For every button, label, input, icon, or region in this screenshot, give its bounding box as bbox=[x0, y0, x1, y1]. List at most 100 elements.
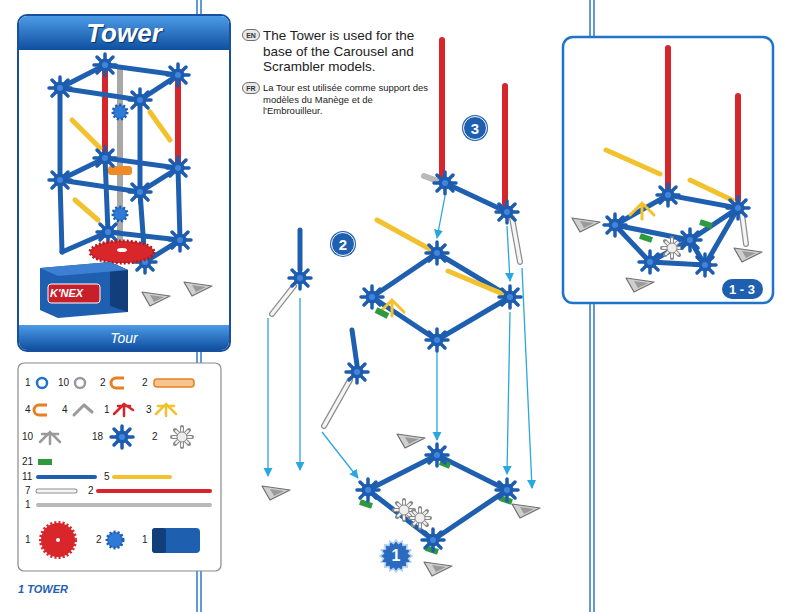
step-text: 3 bbox=[471, 121, 479, 136]
parts-panel bbox=[114, 475, 170, 479]
parts-panel bbox=[75, 378, 85, 388]
step-3-parts bbox=[434, 172, 456, 194]
parts-panel bbox=[111, 426, 133, 448]
parts-panel bbox=[34, 405, 47, 415]
step-number: 3 bbox=[463, 116, 487, 140]
part-count: 10 bbox=[22, 431, 33, 443]
tower-photo bbox=[97, 221, 119, 243]
inset-panel bbox=[679, 229, 701, 251]
step-2-parts bbox=[426, 242, 448, 264]
page-divider bbox=[197, 0, 594, 612]
inset-panel bbox=[742, 214, 746, 244]
part-count: 3 bbox=[146, 404, 152, 416]
part-count: 2 bbox=[88, 485, 94, 497]
parts-panel bbox=[38, 459, 52, 465]
part-count: 1 bbox=[25, 499, 31, 511]
logo-text: K'NEX bbox=[50, 287, 83, 300]
step-1-parts bbox=[368, 455, 507, 540]
assembly-arrow bbox=[268, 196, 532, 488]
title-card bbox=[18, 15, 230, 351]
tower-photo bbox=[60, 158, 178, 192]
step-2-parts bbox=[448, 271, 510, 297]
inset-panel bbox=[735, 96, 741, 200]
part-count: 11 bbox=[22, 471, 32, 483]
assembly-arrow bbox=[322, 432, 358, 478]
step-2-parts bbox=[346, 361, 368, 383]
tower-photo bbox=[40, 54, 212, 318]
part-count: 1 bbox=[25, 377, 31, 389]
description-text: The Tower is used for the base of the Ca… bbox=[263, 28, 431, 75]
inset-panel bbox=[563, 37, 773, 303]
inset-panel bbox=[694, 254, 716, 276]
parts-panel bbox=[154, 379, 194, 387]
step-2-parts bbox=[376, 310, 388, 316]
parts-panel bbox=[37, 378, 47, 388]
parts-panel bbox=[107, 532, 123, 548]
parts-panel bbox=[40, 432, 60, 444]
inset-panel bbox=[734, 248, 762, 262]
inset-panel bbox=[606, 150, 660, 174]
step-2-parts bbox=[324, 380, 350, 426]
language-badge: EN bbox=[242, 29, 260, 41]
assembly-arrow bbox=[507, 226, 510, 281]
title-card bbox=[18, 15, 230, 351]
inset-panel bbox=[563, 37, 773, 303]
tower-photo bbox=[49, 77, 71, 99]
part-count: 4 bbox=[25, 404, 31, 416]
inset-panel bbox=[690, 180, 732, 200]
parts-panel bbox=[56, 538, 60, 542]
step-2-parts bbox=[372, 253, 510, 340]
assembly-arrow bbox=[299, 298, 300, 470]
title-card bbox=[19, 16, 229, 50]
tower-photo bbox=[40, 262, 128, 276]
step-2-parts bbox=[272, 286, 294, 314]
inset-panel bbox=[630, 203, 654, 219]
caption-text: Tour bbox=[18, 326, 230, 350]
step-2-parts bbox=[426, 329, 448, 351]
step-1-parts bbox=[410, 508, 430, 528]
part-count: 1 bbox=[142, 534, 148, 546]
step-1-parts bbox=[426, 444, 448, 466]
part-count: 21 bbox=[22, 456, 33, 468]
parts-panel bbox=[98, 489, 210, 493]
title-text: Tower bbox=[18, 17, 230, 50]
tower-photo bbox=[169, 229, 191, 251]
step-2-parts bbox=[272, 220, 521, 426]
tower-photo bbox=[138, 100, 143, 192]
assembly-arrow bbox=[267, 318, 268, 476]
step-1-parts bbox=[512, 504, 540, 518]
parts-panel bbox=[74, 405, 92, 415]
tower-photo bbox=[129, 89, 151, 111]
title-card bbox=[19, 325, 229, 350]
tower-photo bbox=[102, 65, 108, 158]
tower-photo bbox=[72, 120, 100, 148]
step-number: 2 bbox=[331, 232, 355, 256]
step-text: 1 bbox=[392, 548, 401, 564]
inset-panel bbox=[626, 278, 654, 292]
parts-panel bbox=[111, 378, 124, 388]
part-count: 10 bbox=[58, 377, 69, 389]
starburst-shape bbox=[380, 540, 412, 572]
parts-panel bbox=[41, 523, 75, 557]
inset-panel bbox=[572, 218, 600, 232]
step-1-parts bbox=[422, 529, 444, 551]
step-2-parts bbox=[324, 380, 350, 426]
step-3-parts bbox=[512, 218, 520, 262]
inset-panel bbox=[742, 214, 746, 244]
step-1-parts bbox=[262, 486, 290, 500]
inset-panel bbox=[639, 251, 661, 273]
parts-panel bbox=[38, 475, 95, 479]
step-text: 1 - 3 bbox=[729, 283, 755, 296]
tower-photo bbox=[40, 262, 128, 318]
part-count: 4 bbox=[62, 404, 68, 416]
step-3-parts bbox=[424, 40, 520, 262]
step-text: 2 bbox=[339, 237, 347, 252]
badge-text: EN bbox=[246, 32, 256, 39]
tower-photo bbox=[184, 282, 212, 296]
tower-photo bbox=[113, 207, 127, 221]
part-count: 2 bbox=[96, 534, 102, 546]
part-count: 5 bbox=[104, 471, 110, 483]
tower-photo bbox=[167, 64, 189, 86]
tower-photo bbox=[49, 169, 71, 191]
